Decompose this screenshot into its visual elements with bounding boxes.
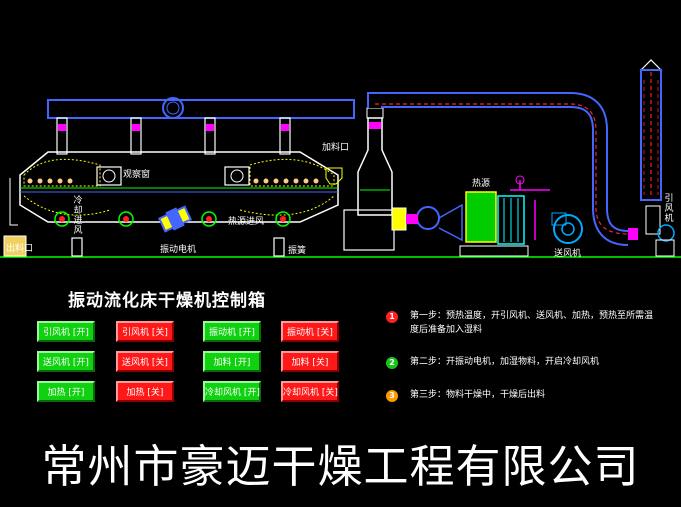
vibrator-off-button[interactable]: 振动机 [关]	[281, 321, 339, 342]
cooling-fan-on-button[interactable]: 冷却风机 [开]	[203, 381, 261, 402]
step-2-badge: 2	[386, 357, 398, 369]
heater-off-button[interactable]: 加热 [关]	[116, 381, 174, 402]
label-spring: 振簧	[288, 246, 307, 256]
label-discharge: 出料口	[6, 244, 34, 254]
vibrator-on-button[interactable]: 振动机 [开]	[203, 321, 261, 342]
step-3-badge: 3	[386, 390, 398, 402]
label-induced-fan: 引风机	[664, 194, 674, 224]
cooling-fan-off-button[interactable]: 冷却风机 [关]	[281, 381, 339, 402]
label-hot-air-inlet: 热源进风	[228, 217, 265, 227]
step-2-text: 第二步：开振动电机，加湿物料，开启冷却风机	[410, 357, 600, 367]
induced-fan-off-button[interactable]: 引风机 [关]	[116, 321, 174, 342]
label-vibration-motor: 振动电机	[160, 245, 197, 255]
label-cooling-inlet: 冷却进风	[73, 196, 83, 236]
feed-on-button[interactable]: 加料 [开]	[203, 351, 261, 372]
label-blower: 送风机	[554, 249, 582, 259]
blower-on-button[interactable]: 送风机 [开]	[37, 351, 95, 372]
feed-off-button[interactable]: 加料 [关]	[281, 351, 339, 372]
process-diagram	[0, 59, 681, 258]
label-observation-window: 观察窗	[123, 170, 151, 180]
company-name: 常州市豪迈干燥工程有限公司	[41, 440, 640, 493]
induced-fan-on-button[interactable]: 引风机 [开]	[37, 321, 95, 342]
blower-off-button[interactable]: 送风机 [关]	[116, 351, 174, 372]
step-1-text: 第一步：预热温度，开引风机、送风机、加热，预热至所需温度后准备加入湿料	[410, 311, 654, 335]
step-3-text: 第三步：物料干燥中，干燥后出料	[410, 390, 546, 400]
label-heat-source: 热源	[472, 179, 491, 189]
heater-on-button[interactable]: 加热 [开]	[37, 381, 95, 402]
step-1-badge: 1	[386, 311, 398, 323]
panel-title: 振动流化床干燥机控制箱	[68, 291, 266, 311]
label-feed-inlet: 加料口	[322, 143, 350, 153]
